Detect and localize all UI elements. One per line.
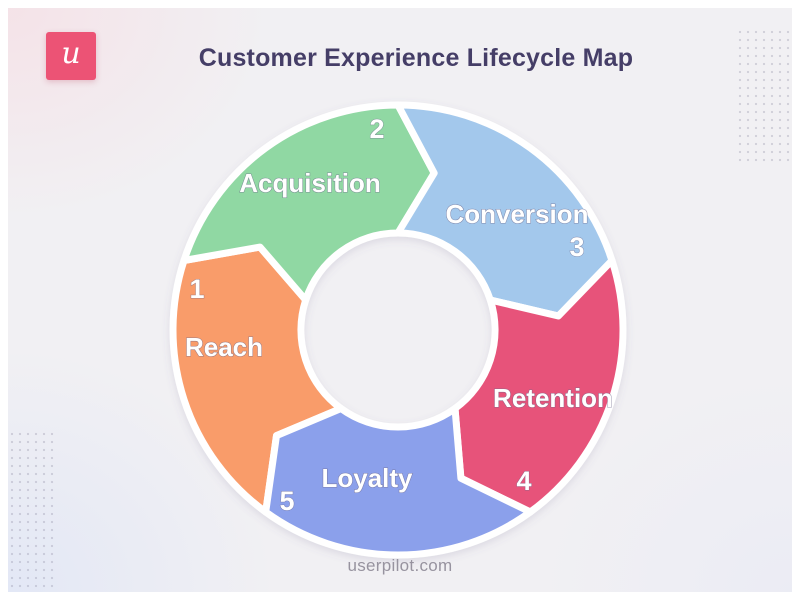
- dot-pattern-bottom-left: [8, 430, 54, 588]
- stage-number-acquisition: 2: [369, 114, 384, 144]
- stage-number-loyalty: 5: [279, 486, 294, 516]
- footer-url[interactable]: userpilot.com: [347, 556, 453, 575]
- logo-letter-icon: u: [61, 36, 81, 71]
- stage-segment-loyalty: [262, 405, 534, 559]
- stage-segment-conversion: [394, 101, 616, 320]
- page-title: Customer Experience Lifecycle Map: [198, 44, 634, 72]
- stage-number-reach: 1: [189, 274, 204, 304]
- stage-label-acquisition: Acquisition: [239, 168, 381, 198]
- infographic-canvas: u Customer Experience Lifecycle Map Reac…: [8, 8, 792, 592]
- stage-number-retention: 4: [516, 466, 531, 496]
- stage-segment-acquisition: [180, 101, 438, 304]
- stage-segment-reach: [169, 243, 345, 516]
- stage-label-conversion: Conversion: [445, 199, 588, 229]
- dot-pattern-top-right: [736, 28, 792, 162]
- stage-label-loyalty: Loyalty: [321, 463, 413, 493]
- stage-number-conversion: 3: [569, 232, 584, 262]
- stage-label-retention: Retention: [493, 383, 613, 413]
- stage-segment-retention: [451, 257, 627, 516]
- stage-label-reach: Reach: [185, 332, 263, 362]
- userpilot-logo[interactable]: u: [46, 32, 96, 80]
